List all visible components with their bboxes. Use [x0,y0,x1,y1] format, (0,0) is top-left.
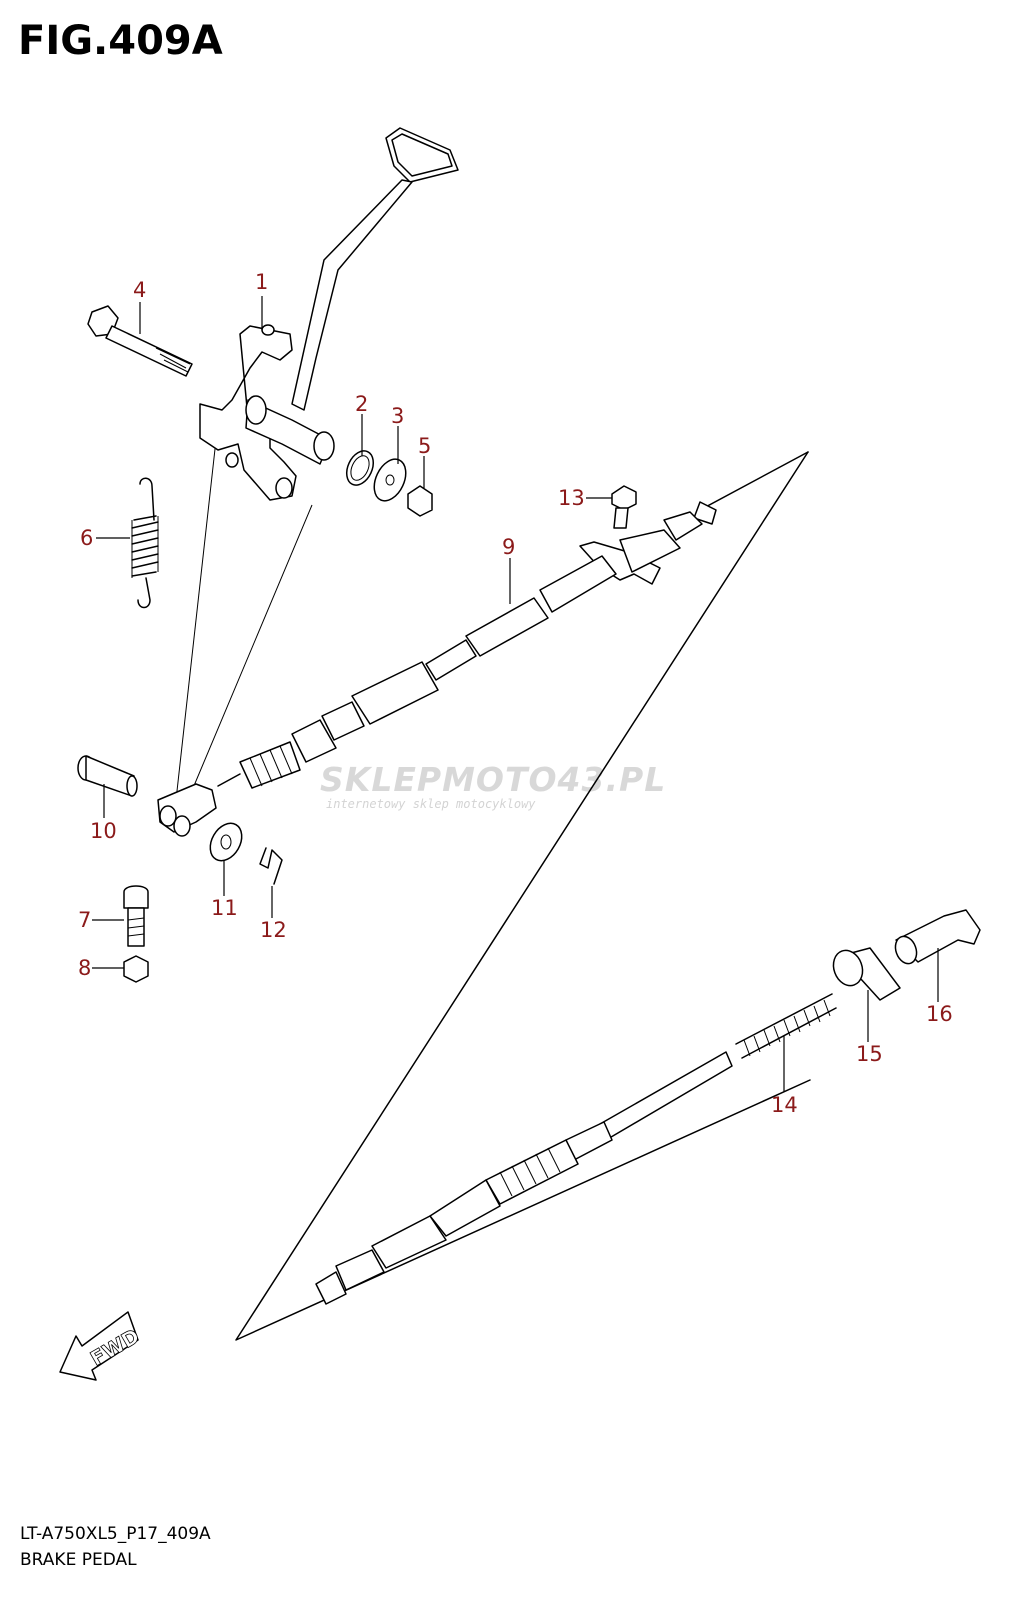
pin-10 [77,755,138,797]
figure-title: FIG.409A [18,18,223,64]
callout-3: 3 [391,404,405,428]
figure-name: BRAKE PEDAL [20,1550,137,1570]
brake-pedal [199,127,459,501]
washer-3 [373,458,407,502]
callout-2: 2 [355,392,369,416]
joint-15 [832,947,901,1001]
callout-16: 16 [926,1002,953,1026]
nut-8 [123,955,149,983]
bolt-13 [611,485,637,529]
clevis [157,783,217,837]
bolt-4 [87,305,193,377]
assembly-outline [235,451,811,1341]
callout-15: 15 [856,1042,883,1066]
fwd-arrow-icon: FWD [59,1311,144,1381]
callout-14: 14 [771,1093,798,1117]
callout-12: 12 [260,918,287,942]
callout-13: 13 [558,486,585,510]
nut-5 [407,485,433,517]
spring-14 [735,993,837,1059]
callout-4: 4 [133,278,147,302]
washer-11 [209,822,243,862]
watermark: SKLEPMOTO43.PL internetowy sklep motocyk… [320,760,700,811]
callout-1: 1 [255,270,269,294]
o-ring-2 [345,450,375,486]
figure-code: LT-A750XL5_P17_409A [20,1524,211,1544]
bolt-7 [123,885,149,947]
watermark-tagline: internetowy sklep motocyklowy [326,797,536,811]
projection-lines [175,439,313,801]
callout-5: 5 [418,434,432,458]
callout-9: 9 [502,535,516,559]
brake-cable-lower [315,1051,733,1305]
watermark-brand: SKLEPMOTO43.PL [320,760,667,799]
callout-7: 7 [78,908,92,932]
callout-10: 10 [90,819,117,843]
joint-16 [894,909,981,965]
leader-lines [92,296,939,1092]
cotter-pin-12 [259,847,283,885]
callout-11: 11 [211,896,238,920]
callout-6: 6 [80,526,94,550]
callout-8: 8 [78,956,92,980]
brake-cable-9 [217,501,717,789]
return-spring-6 [131,477,159,609]
